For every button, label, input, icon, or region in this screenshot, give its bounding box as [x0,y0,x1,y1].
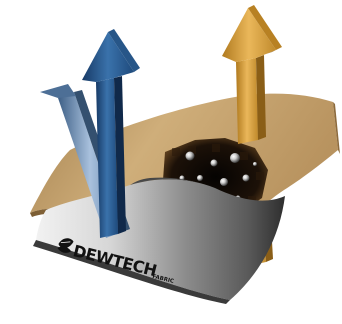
heat-release-arrow-icon [222,5,282,144]
vapor-escape-arrow-icon [82,29,140,238]
brand-subtitle: FABRIC [152,274,175,285]
leaf-logo-icon [57,238,74,253]
